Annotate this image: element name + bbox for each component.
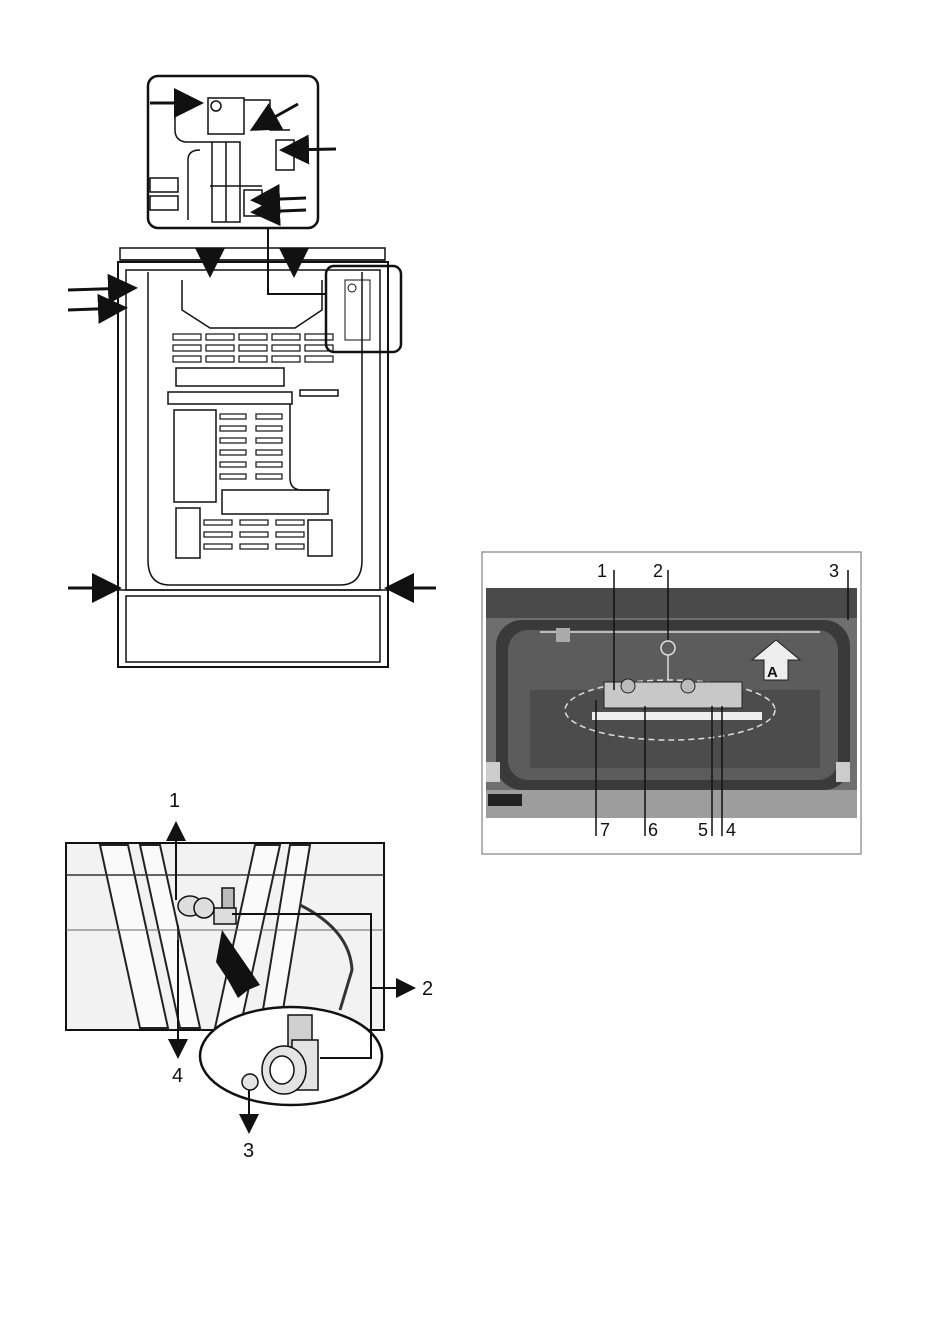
appliance-back-panel <box>118 262 388 667</box>
callout-label-1: 1 <box>169 790 180 812</box>
rear-view-figure <box>118 76 401 667</box>
direction-marker-a: A <box>767 664 778 681</box>
oven-interior-figure: A 1 2 3 7 6 5 4 <box>482 552 861 854</box>
oven-label-2: 2 <box>653 561 663 581</box>
oven-label-7: 7 <box>600 820 610 840</box>
gas-connection-figure: 1 2 3 4 <box>66 790 433 1162</box>
oven-label-1: 1 <box>597 561 607 581</box>
callout-label-2: 2 <box>422 978 433 1000</box>
oven-label-6: 6 <box>648 820 658 840</box>
oven-label-4: 4 <box>726 820 736 840</box>
callout-label-4: 4 <box>172 1065 183 1087</box>
oven-label-5: 5 <box>698 820 708 840</box>
callout-label-3: 3 <box>243 1140 254 1162</box>
zoom-detail-box <box>148 76 318 228</box>
oven-label-3: 3 <box>829 561 839 581</box>
